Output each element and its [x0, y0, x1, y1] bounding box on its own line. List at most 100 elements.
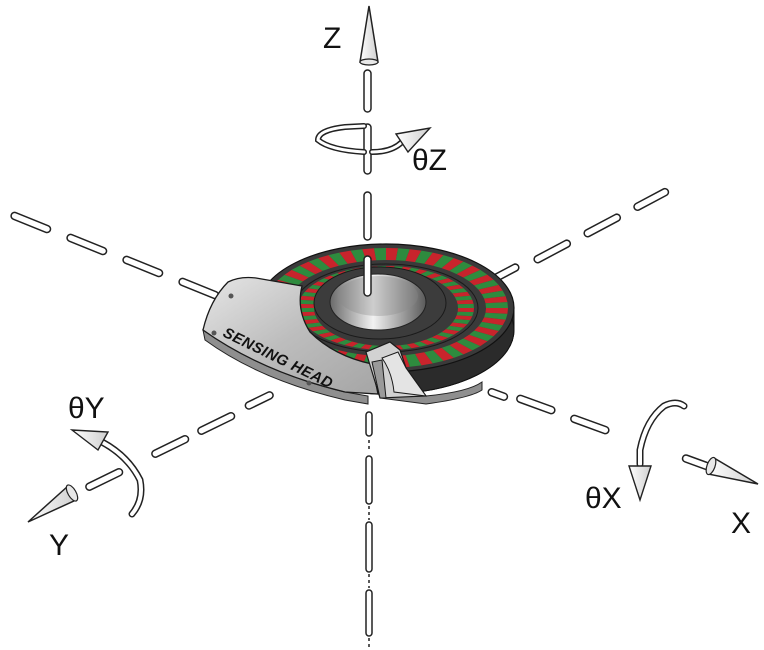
scale-stripe [474, 326, 499, 337]
x-axis-label: X [731, 507, 751, 540]
scale-stripe [445, 325, 464, 332]
z-axis-through-bore [363, 255, 372, 297]
scale-stripe [449, 341, 473, 355]
scale-stripe [478, 285, 503, 295]
z-axis-lower [365, 411, 373, 648]
scale-stripe [481, 290, 506, 299]
scale-stripe [406, 343, 420, 349]
scale-stripe [308, 325, 327, 332]
mount-hole [211, 330, 217, 336]
y-axis-front-dashes [85, 391, 274, 491]
theta-y-rotation-icon [69, 429, 145, 518]
scale-stripe [457, 308, 474, 313]
y-axis-rear-dashes [10, 211, 220, 300]
scale-stripe [463, 334, 488, 347]
y-axis-label: Y [49, 529, 69, 562]
theta-x-label: θX [585, 482, 622, 515]
theta-z-rotation-icon [314, 123, 432, 155]
scale-stripe [395, 248, 410, 261]
scale-stripe [299, 295, 318, 301]
scale-stripe [463, 269, 488, 282]
scale-stripe [456, 338, 481, 351]
scale-stripe [386, 248, 398, 261]
scale-stripe [405, 249, 422, 263]
scale-stripe [449, 288, 468, 294]
scale-stripe [328, 252, 348, 266]
scale-stripe [318, 255, 339, 269]
sensor-bracket-side [371, 359, 387, 399]
scale-stripe [452, 291, 471, 297]
encoder-ring [257, 243, 515, 395]
scale-stripe [424, 350, 444, 364]
scale-stripe [441, 258, 464, 271]
scale-stripe [360, 344, 372, 350]
scale-stripe [405, 353, 422, 367]
scale-stripe [426, 337, 442, 343]
scale-stripe [456, 265, 481, 278]
scale-stripe [299, 261, 323, 275]
scale-stripe [344, 341, 359, 347]
scale-stripe [449, 322, 468, 328]
scale-stripe [301, 319, 320, 325]
scale-stripe [436, 332, 454, 338]
ring-bore [329, 273, 427, 331]
sensing-head-plate [202, 276, 379, 395]
scale-stripe [431, 334, 449, 341]
scale-stripe [413, 341, 428, 347]
scale-stripe [433, 347, 454, 361]
scale-stripe [456, 311, 474, 317]
scale-stripe [298, 308, 315, 313]
x-axis-rear-dashes [488, 187, 670, 284]
x-axis-line [487, 187, 712, 471]
scale-stripe [291, 265, 316, 278]
sensor-bracket-face [381, 351, 428, 397]
x-axis-front-dashes [487, 387, 712, 471]
mount-hole [228, 293, 234, 299]
scale-stripe [304, 322, 323, 328]
scale-stripe [474, 279, 499, 290]
scale-stripe [485, 308, 508, 314]
scale-stripe [433, 255, 454, 269]
scale-stripe [484, 312, 508, 320]
scale-stripe [441, 345, 464, 358]
scale-stripe [308, 258, 331, 271]
scale-stripe [374, 248, 386, 261]
scale-stripe [284, 269, 309, 282]
scale-stripe [456, 299, 474, 305]
scale-stripe [478, 321, 503, 331]
scale-stripe [298, 303, 315, 308]
scale-stripe [350, 249, 367, 263]
scale-stripe [452, 319, 471, 325]
scale-stripe [339, 250, 357, 264]
scale-stripe [415, 352, 433, 366]
scale-stripe [424, 252, 444, 266]
scale-stripe [318, 332, 336, 338]
scale-stripe [469, 330, 494, 342]
scale-stripe [330, 337, 346, 343]
theta-y-label: θY [68, 392, 105, 425]
scale-stripe [298, 299, 316, 305]
ring-bore-shadow [338, 276, 418, 316]
scale-stripe [312, 329, 331, 335]
scale-stripe [400, 344, 412, 350]
mount-hole [306, 380, 312, 386]
theta-x-rotation-icon [628, 399, 688, 503]
scale-stripe [441, 329, 460, 335]
y-axis-line [10, 211, 274, 491]
scale-stripe [457, 303, 474, 308]
scale-stripe [431, 275, 449, 282]
scale-stripe [436, 278, 454, 284]
scale-stripe [415, 250, 433, 264]
scale-stripe [426, 273, 442, 279]
z-arrow-icon [359, 5, 379, 66]
scale-stripe [419, 271, 435, 277]
scale-stripe [469, 274, 494, 286]
scale-stripe [337, 339, 353, 345]
scale-stripe [454, 295, 473, 301]
theta-z-label: θZ [412, 144, 447, 177]
scale-stripe [352, 343, 366, 349]
scale-stripe [485, 302, 508, 308]
scale-stripe [445, 284, 464, 291]
y-arrow-icon [27, 484, 79, 523]
